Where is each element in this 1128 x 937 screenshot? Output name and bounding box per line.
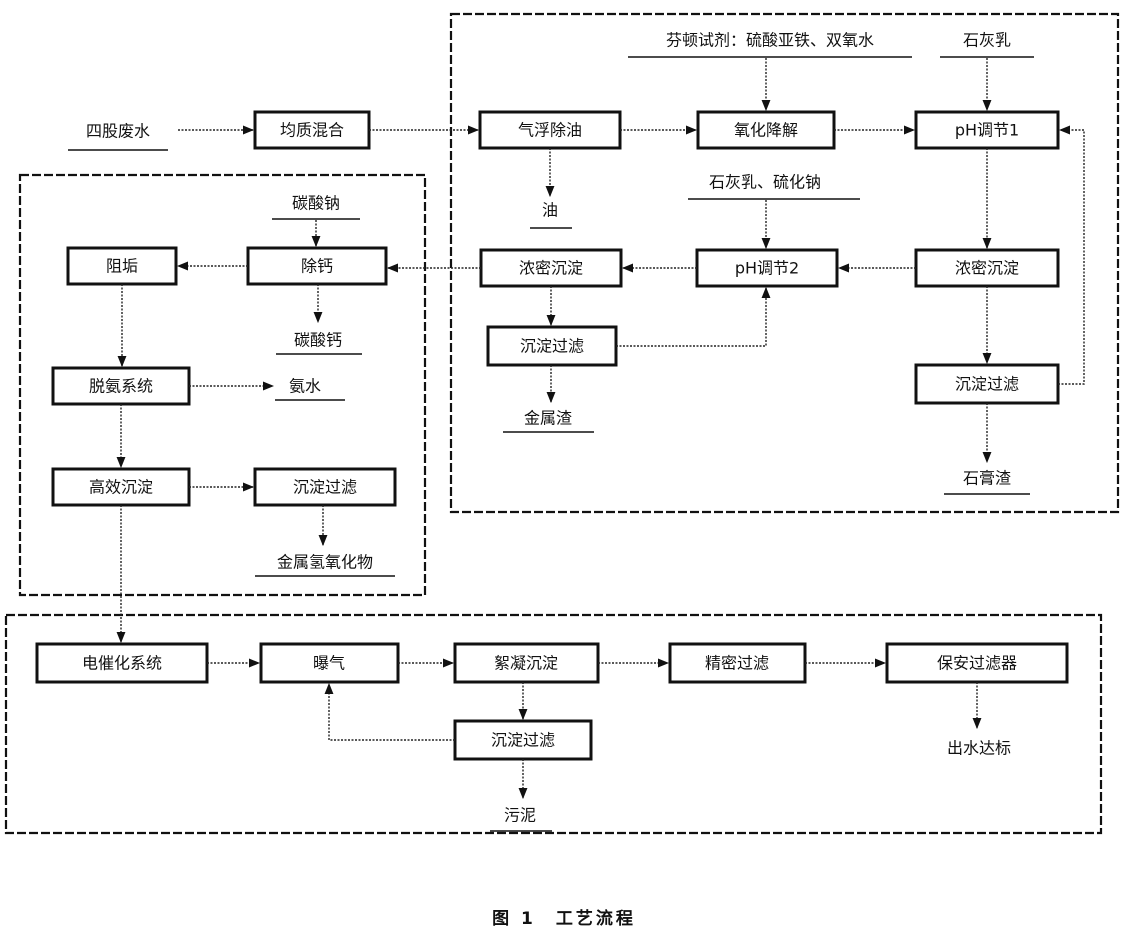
svg-text:保安过滤器: 保安过滤器 bbox=[937, 654, 1017, 673]
box-flocculation: 絮凝沉淀 bbox=[453, 642, 600, 684]
box-oxidation: 氧化降解 bbox=[696, 110, 836, 150]
label-metal-slag: 金属渣 bbox=[503, 409, 594, 433]
svg-text:阻垢: 阻垢 bbox=[106, 257, 138, 276]
svg-text:沉淀过滤: 沉淀过滤 bbox=[491, 731, 555, 750]
box-fine-filter: 精密过滤 bbox=[668, 642, 807, 684]
box-homogenize: 均质混合 bbox=[253, 110, 371, 150]
svg-text:pH调节1: pH调节1 bbox=[955, 121, 1019, 140]
svg-text:浓密沉淀: 浓密沉淀 bbox=[955, 259, 1019, 278]
label-sludge: 污泥 bbox=[490, 806, 552, 832]
svg-text:氧化降解: 氧化降解 bbox=[734, 121, 798, 140]
svg-text:碳酸钠: 碳酸钠 bbox=[292, 194, 340, 213]
figure-caption: 图 1 工艺流程 bbox=[492, 909, 636, 929]
box-antiscale: 阻垢 bbox=[66, 246, 178, 286]
label-calcium-carbonate: 碳酸钙 bbox=[276, 331, 362, 355]
svg-text:出水达标: 出水达标 bbox=[947, 739, 1011, 758]
label-lime-sulfide: 石灰乳、硫化钠 bbox=[688, 173, 860, 200]
svg-text:浓密沉淀: 浓密沉淀 bbox=[519, 259, 583, 278]
svg-text:絮凝沉淀: 絮凝沉淀 bbox=[494, 654, 558, 673]
svg-text:除钙: 除钙 bbox=[301, 257, 333, 276]
svg-text:均质混合: 均质混合 bbox=[280, 121, 344, 140]
svg-text:精密过滤: 精密过滤 bbox=[705, 654, 769, 673]
box-ph2: pH调节2 bbox=[695, 248, 839, 288]
box-filter-c: 沉淀过滤 bbox=[253, 467, 397, 507]
box-decalcify: 除钙 bbox=[246, 246, 388, 286]
box-ph1: pH调节1 bbox=[914, 110, 1060, 150]
box-security-filter: 保安过滤器 bbox=[885, 642, 1069, 684]
svg-text:污泥: 污泥 bbox=[504, 806, 536, 825]
box-thicken-b: 浓密沉淀 bbox=[914, 248, 1060, 288]
box-aeration: 曝气 bbox=[259, 642, 400, 684]
svg-text:pH调节2: pH调节2 bbox=[735, 259, 799, 278]
label-gypsum-slag: 石膏渣 bbox=[944, 469, 1030, 495]
svg-text:金属氢氧化物: 金属氢氧化物 bbox=[277, 553, 373, 572]
label-oil: 油 bbox=[530, 201, 572, 229]
label-fenton-reagent: 芬顿试剂：硫酸亚铁、双氧水 bbox=[628, 31, 912, 58]
process-flow-diagram: 四股废水 油 芬顿试剂：硫酸亚铁、双氧水 石灰乳 石灰乳、硫化钠 金属渣 石膏渣… bbox=[4, 12, 1120, 835]
svg-text:沉淀过滤: 沉淀过滤 bbox=[293, 478, 357, 497]
box-filter-d: 沉淀过滤 bbox=[453, 719, 593, 761]
svg-text:金属渣: 金属渣 bbox=[524, 409, 572, 428]
box-electrocatalysis: 电催化系统 bbox=[35, 642, 209, 684]
svg-text:曝气: 曝气 bbox=[313, 654, 345, 673]
region-advanced-treatment bbox=[4, 613, 1103, 835]
svg-text:氨水: 氨水 bbox=[289, 377, 321, 396]
box-filter-b: 沉淀过滤 bbox=[914, 363, 1060, 405]
box-air-flotation: 气浮除油 bbox=[478, 110, 622, 150]
label-effluent: 出水达标 bbox=[947, 739, 1011, 758]
svg-text:芬顿试剂：硫酸亚铁、双氧水: 芬顿试剂：硫酸亚铁、双氧水 bbox=[666, 31, 874, 50]
arrow-filter-b-return-to-ph1 bbox=[1058, 125, 1085, 385]
svg-text:石膏渣: 石膏渣 bbox=[963, 469, 1011, 488]
svg-text:四股废水: 四股废水 bbox=[86, 122, 150, 141]
svg-text:石灰乳、硫化钠: 石灰乳、硫化钠 bbox=[709, 173, 821, 192]
box-filter-a: 沉淀过滤 bbox=[486, 325, 618, 367]
region-calcium-ammonia bbox=[18, 173, 427, 597]
box-ammonia-strip: 脱氨系统 bbox=[51, 366, 191, 406]
label-ammonia-water: 氨水 bbox=[275, 377, 345, 401]
svg-text:沉淀过滤: 沉淀过滤 bbox=[955, 375, 1019, 394]
svg-text:高效沉淀: 高效沉淀 bbox=[89, 478, 153, 497]
label-four-wastewater: 四股废水 bbox=[68, 122, 168, 151]
svg-text:气浮除油: 气浮除油 bbox=[518, 121, 582, 140]
flow-arrows bbox=[116, 58, 1085, 800]
svg-text:石灰乳: 石灰乳 bbox=[963, 31, 1011, 50]
box-hi-eff-settle: 高效沉淀 bbox=[51, 467, 191, 507]
arrow-filter-a-return-to-ph2 bbox=[616, 286, 771, 347]
label-sodium-carbonate: 碳酸钠 bbox=[272, 194, 360, 220]
label-lime-milk: 石灰乳 bbox=[940, 31, 1034, 58]
svg-text:碳酸钙: 碳酸钙 bbox=[294, 331, 342, 350]
label-metal-hydroxide: 金属氢氧化物 bbox=[255, 553, 395, 577]
region-pretreatment bbox=[449, 12, 1120, 514]
box-thicken-a: 浓密沉淀 bbox=[479, 248, 623, 288]
svg-text:电催化系统: 电催化系统 bbox=[82, 654, 162, 673]
arrow-filter-d-return-to-aeration bbox=[324, 682, 455, 741]
svg-text:沉淀过滤: 沉淀过滤 bbox=[520, 337, 584, 356]
svg-text:油: 油 bbox=[542, 201, 558, 220]
svg-text:脱氨系统: 脱氨系统 bbox=[89, 377, 153, 396]
